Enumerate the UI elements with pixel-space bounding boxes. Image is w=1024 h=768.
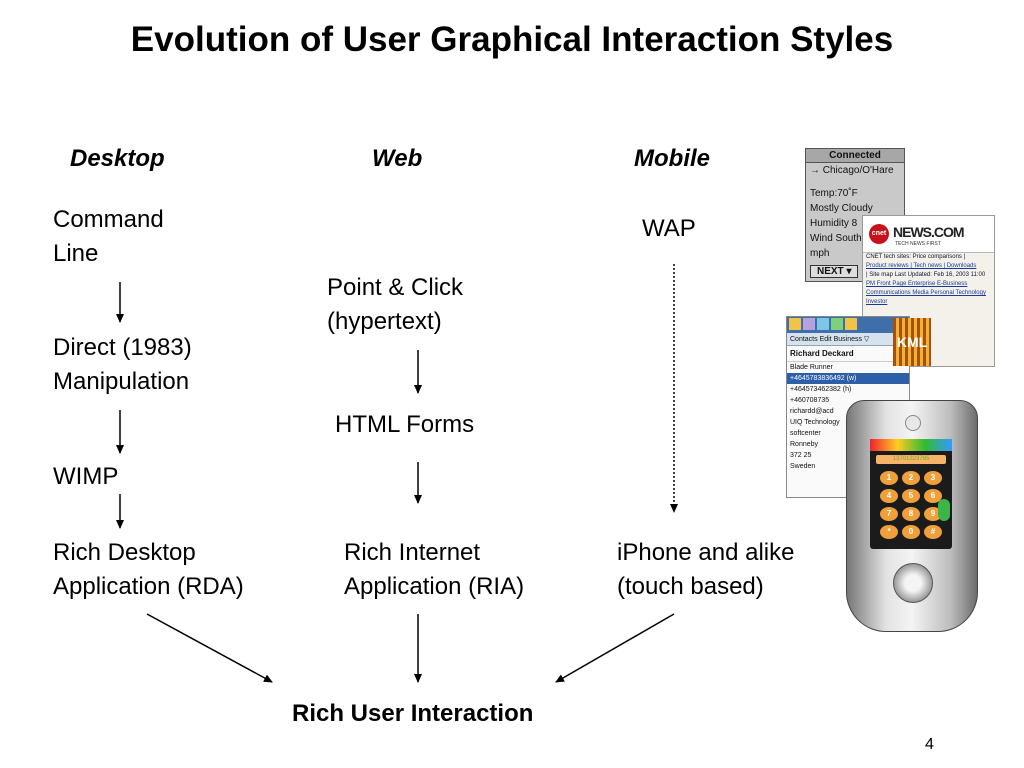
node-command-line: Command Line — [53, 203, 164, 271]
phone-key: 7 — [880, 507, 898, 521]
apps-icon — [845, 318, 857, 330]
phone-key: 2 — [902, 471, 920, 485]
node-rda-line1: Rich Desktop — [53, 539, 196, 566]
phone-key: 4 — [880, 489, 898, 503]
node-iphone: iPhone and alike (touch based) — [617, 536, 794, 604]
contact-row: +460708735 — [790, 397, 830, 404]
news-tagline: TECH NEWS FIRST — [895, 241, 941, 247]
weather-line: Temp:70˚F — [810, 188, 858, 199]
news-row: CNET tech sites: Price comparisons | — [866, 254, 966, 260]
contacts-app-tabs — [787, 317, 909, 333]
node-iphone-line2: (touch based) — [617, 573, 764, 600]
cnet-logo-icon: cnet — [869, 224, 889, 244]
phone-icon — [817, 318, 829, 330]
node-command-line-line2: Line — [53, 240, 99, 267]
weather-line: → Chicago/O'Hare — [810, 165, 894, 176]
calendar-icon — [831, 318, 843, 330]
node-rda: Rich Desktop Application (RDA) — [53, 536, 244, 604]
node-iphone-line1: iPhone and alike — [617, 539, 795, 566]
column-mobile-heading: Mobile — [634, 145, 710, 172]
contacts-menu-bar: Contacts Edit Business ▽ — [787, 333, 909, 346]
phone-keypad: 1 2 3 4 5 6 7 8 9 * 0 # — [878, 471, 944, 539]
phone-nav-pad-icon — [893, 563, 933, 603]
contact-row: richardd@acd — [790, 408, 834, 415]
node-direct-manipulation: Direct (1983) Manipulation — [53, 331, 192, 399]
node-rda-line2: Application (RDA) — [53, 573, 244, 600]
contact-row: Blade Runner — [790, 364, 833, 371]
arrow-rda-to-result — [146, 613, 273, 683]
phone-number-display: 13701323785 — [876, 455, 946, 464]
contacts-icon — [803, 318, 815, 330]
node-ria: Rich Internet Application (RIA) — [344, 536, 524, 604]
node-ria-line1: Rich Internet — [344, 539, 481, 566]
weather-line: mph — [810, 248, 830, 259]
contact-row: Sweden — [790, 463, 816, 470]
phone-key: 5 — [902, 489, 920, 503]
node-wimp: WIMP — [53, 463, 119, 490]
news-row: PM Front Page Enterprise E-Business — [866, 281, 968, 287]
node-command-line-line1: Command — [53, 206, 164, 233]
weather-next-button: NEXT ▾ — [810, 265, 859, 278]
contact-row: Ronneby — [790, 441, 819, 448]
phone-status-bar — [870, 439, 952, 451]
node-wap: WAP — [642, 215, 696, 242]
node-direct-line2: Manipulation — [53, 368, 190, 395]
mobile-phone-image: 13701323785 1 2 3 4 5 6 7 8 9 * 0 # — [846, 400, 978, 632]
news-logo-text: NEWS.COM — [893, 224, 965, 240]
node-point-click: Point & Click (hypertext) — [327, 271, 463, 339]
phone-key: 6 — [924, 489, 942, 503]
column-desktop-heading: Desktop — [70, 145, 165, 172]
node-point-line1: Point & Click — [327, 274, 464, 301]
slide-title: Evolution of User Graphical Interaction … — [130, 20, 894, 59]
weather-line: Mostly Cloudy — [810, 203, 873, 214]
node-point-line2: (hypertext) — [327, 308, 442, 335]
mail-icon — [789, 318, 801, 330]
weather-line — [806, 178, 904, 186]
slide-number: 4 — [925, 736, 934, 753]
news-row: Product reviews | Tech news | Downloads — [866, 263, 977, 269]
phone-call-key-icon — [938, 499, 950, 521]
phone-screen: 13701323785 1 2 3 4 5 6 7 8 9 * 0 # — [870, 439, 952, 549]
contact-name: Richard Deckard — [787, 346, 909, 362]
column-web-heading: Web — [372, 145, 423, 172]
phone-camera-icon — [905, 415, 921, 431]
contact-row: 372 25 — [790, 452, 812, 459]
phone-key: * — [880, 525, 898, 539]
phone-key: 1 — [880, 471, 898, 485]
contact-row: UIQ Technology — [790, 419, 840, 426]
contact-row: softcenter — [790, 430, 821, 437]
phone-key: # — [924, 525, 942, 539]
node-rich-user-interaction: Rich User Interaction — [292, 700, 534, 727]
phone-key: 3 — [924, 471, 942, 485]
news-logo-band: cnet NEWS.COM TECH NEWS FIRST — [863, 216, 994, 253]
node-html-forms: HTML Forms — [335, 411, 475, 438]
arrow-iphone-to-result — [555, 613, 675, 683]
phone-key: 9 — [924, 507, 942, 521]
phone-key: 0 — [902, 525, 920, 539]
phone-key: 8 — [902, 507, 920, 521]
kml-tile: KML — [893, 318, 931, 366]
news-row: | Site map Last Updated: Feb 16, 2003 11… — [866, 272, 986, 278]
contact-row: +464573462382 (h) — [790, 386, 852, 393]
news-row: Communications Media Personal Technology — [866, 290, 986, 296]
node-direct-line1: Direct (1983) — [53, 334, 192, 361]
weather-header: Connected — [806, 149, 904, 163]
weather-line: Humidity 8 — [810, 218, 858, 229]
contact-row: +4645783836492 (w) — [787, 373, 909, 384]
news-row: Investor — [866, 299, 888, 305]
weather-line: Wind South — [810, 233, 862, 244]
node-ria-line2: Application (RIA) — [344, 573, 525, 600]
